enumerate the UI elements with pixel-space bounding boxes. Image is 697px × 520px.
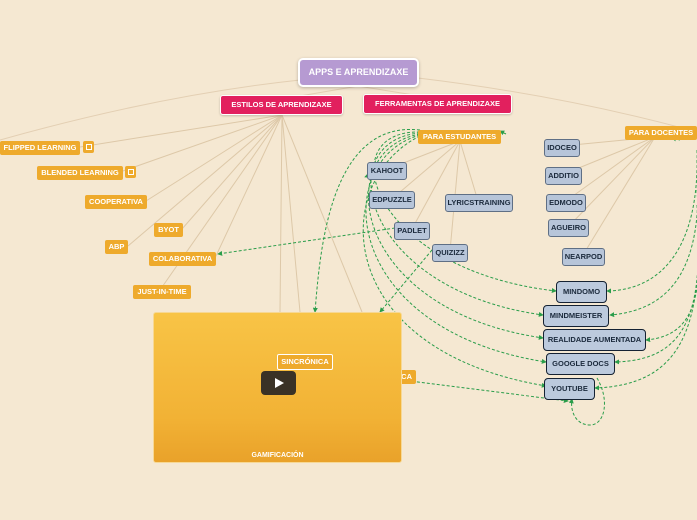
- node-blended-learning[interactable]: BLENDED LEARNING: [37, 166, 123, 180]
- node-mindmeister[interactable]: MINDMEISTER: [543, 305, 609, 327]
- video-caption: GAMIFICACIÓN: [251, 452, 304, 459]
- node-abp[interactable]: ABP: [105, 240, 128, 254]
- branch-estilos[interactable]: ESTILOS DE APRENDIZAXE: [220, 95, 343, 115]
- node-byot[interactable]: BYOT: [154, 223, 183, 237]
- node-colaborativa[interactable]: COLABORATIVA: [149, 252, 216, 266]
- node-sincronica[interactable]: SINCRÓNICA: [277, 354, 333, 370]
- node-lyricstraining[interactable]: LYRICSTRAINING: [445, 194, 513, 212]
- node-nearpod[interactable]: NEARPOD: [562, 248, 605, 266]
- node-para-docentes[interactable]: PARA DOCENTES: [625, 126, 697, 140]
- node-mindomo[interactable]: MINDOMO: [556, 281, 607, 303]
- link-icon: [127, 169, 134, 175]
- root-node[interactable]: APPS E APRENDIZAXE: [298, 58, 419, 87]
- node-agueiro[interactable]: AGUEIRO: [548, 219, 589, 237]
- node-just-in-time[interactable]: JUST-IN-TIME: [133, 285, 191, 299]
- node-cooperativa[interactable]: COOPERATIVA: [85, 195, 147, 209]
- node-edmodo[interactable]: EDMODO: [546, 194, 586, 212]
- play-icon[interactable]: [261, 371, 296, 395]
- external-link-icon[interactable]: [83, 141, 94, 153]
- node-google-docs[interactable]: GOOGLE DOCS: [546, 353, 615, 375]
- node-flipped-learning[interactable]: FLIPPED LEARNING: [0, 141, 80, 155]
- node-additio[interactable]: ADDITIO: [545, 167, 582, 185]
- node-idoceo[interactable]: IDOCEO: [544, 139, 580, 157]
- external-link-icon[interactable]: [125, 166, 136, 178]
- branch-ferramentas[interactable]: FERRAMENTAS DE APRENDIZAXE: [363, 94, 512, 114]
- node-youtube[interactable]: YOUTUBE: [544, 378, 595, 400]
- node-kahoot[interactable]: KAHOOT: [367, 162, 407, 180]
- node-para-estudantes[interactable]: PARA ESTUDANTES: [418, 130, 501, 144]
- node-quizizz[interactable]: QUIZIZZ: [432, 244, 468, 262]
- node-realidade-aumentada[interactable]: REALIDADE AUMENTADA: [543, 329, 646, 351]
- video-player[interactable]: GAMIFICACIÓN: [153, 312, 402, 463]
- node-padlet[interactable]: PADLET: [394, 222, 430, 240]
- node-edpuzzle[interactable]: EDPUZZLE: [369, 191, 415, 209]
- link-icon: [85, 144, 92, 150]
